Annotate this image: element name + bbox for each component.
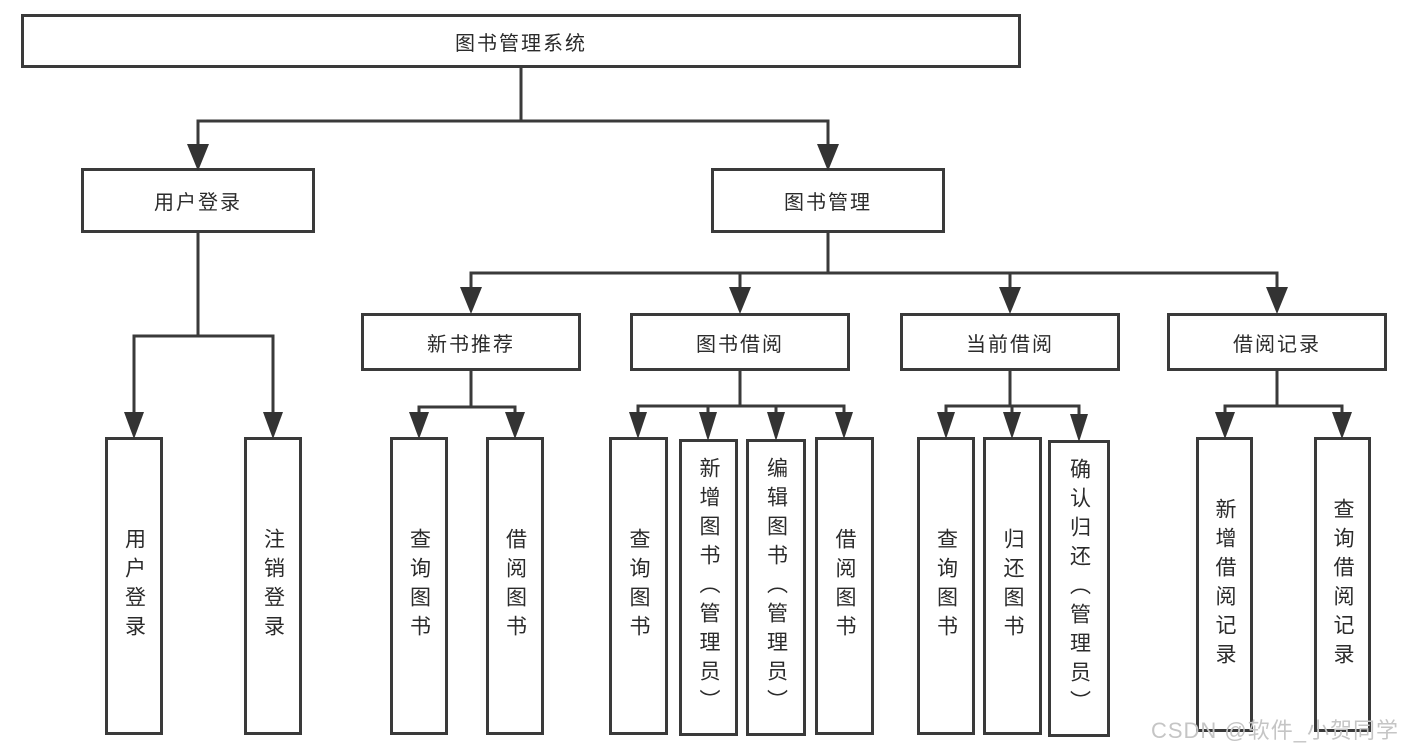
leaf-current-return-book-label: 归还图书	[1001, 528, 1024, 644]
connector-manage-children	[460, 233, 1288, 314]
leaf-user-login: 用户登录	[105, 437, 163, 735]
arrow-down-icon	[505, 412, 525, 439]
arrow-down-icon	[124, 412, 144, 439]
node-user-login: 用户登录	[81, 168, 315, 233]
connector-records-children	[1215, 371, 1352, 439]
leaf-borrow-edit-book-admin-label: 编辑图书（管理员）	[764, 457, 788, 718]
leaf-records-query-record-label: 查询借阅记录	[1331, 497, 1354, 672]
leaf-current-query-book-label: 查询图书	[934, 528, 958, 644]
arrow-down-icon	[767, 412, 785, 441]
leaf-borrow-borrow-book: 借阅图书	[815, 437, 874, 735]
arrow-down-icon	[1266, 287, 1288, 314]
leaf-current-query-book: 查询图书	[917, 437, 975, 735]
leaf-logout: 注销登录	[244, 437, 302, 735]
arrow-down-icon	[835, 412, 853, 439]
leaf-user-login-label: 用户登录	[122, 528, 146, 644]
leaf-recommend-borrow-book-label: 借阅图书	[503, 528, 527, 644]
leaf-logout-label: 注销登录	[261, 528, 285, 644]
node-book-borrow: 图书借阅	[630, 313, 850, 371]
leaf-borrow-borrow-book-label: 借阅图书	[833, 528, 856, 644]
arrow-down-icon	[1215, 412, 1235, 439]
connector-root-to-level2	[187, 68, 839, 171]
node-borrow-records: 借阅记录	[1167, 313, 1387, 371]
arrow-down-icon	[699, 412, 717, 441]
leaf-recommend-borrow-book: 借阅图书	[486, 437, 544, 735]
leaf-records-add-record-label: 新增借阅记录	[1213, 497, 1236, 672]
leaf-records-add-record: 新增借阅记录	[1196, 437, 1253, 732]
arrow-down-icon	[263, 412, 283, 439]
connector-current-children	[937, 371, 1088, 442]
leaf-borrow-query-book-label: 查询图书	[627, 528, 650, 644]
arrow-down-icon	[629, 412, 647, 439]
node-book-manage: 图书管理	[711, 168, 945, 233]
csdn-watermark: CSDN @软件_小贺同学	[1150, 718, 1399, 743]
leaf-borrow-add-book-admin-label: 新增图书（管理员）	[697, 457, 720, 718]
arrow-down-icon	[937, 412, 955, 439]
arrow-down-icon	[460, 287, 482, 314]
connector-borrow-children	[629, 371, 853, 441]
arrow-down-icon	[729, 287, 751, 314]
leaf-current-return-book: 归还图书	[983, 437, 1042, 735]
node-new-book-recommend: 新书推荐	[361, 313, 581, 371]
arrow-down-icon	[1332, 412, 1352, 439]
arrow-down-icon	[999, 287, 1021, 314]
leaf-current-confirm-return-admin: 确认归还（管理员）	[1048, 440, 1110, 737]
arrow-down-icon	[187, 144, 209, 171]
leaf-recommend-query-book: 查询图书	[390, 437, 448, 735]
connector-login-children	[124, 233, 283, 439]
leaf-current-confirm-return-admin-label: 确认归还（管理员）	[1067, 458, 1091, 719]
arrow-down-icon	[817, 144, 839, 171]
leaf-recommend-query-book-label: 查询图书	[407, 528, 431, 644]
arrow-down-icon	[409, 412, 429, 439]
arrow-down-icon	[1003, 412, 1021, 439]
node-current-borrow: 当前借阅	[900, 313, 1120, 371]
connector-recommend-children	[409, 371, 525, 439]
node-root: 图书管理系统	[21, 14, 1021, 68]
leaf-records-query-record: 查询借阅记录	[1314, 437, 1371, 732]
leaf-borrow-add-book-admin: 新增图书（管理员）	[679, 439, 738, 736]
leaf-borrow-query-book: 查询图书	[609, 437, 668, 735]
arrow-down-icon	[1070, 414, 1088, 442]
leaf-borrow-edit-book-admin: 编辑图书（管理员）	[746, 439, 806, 736]
